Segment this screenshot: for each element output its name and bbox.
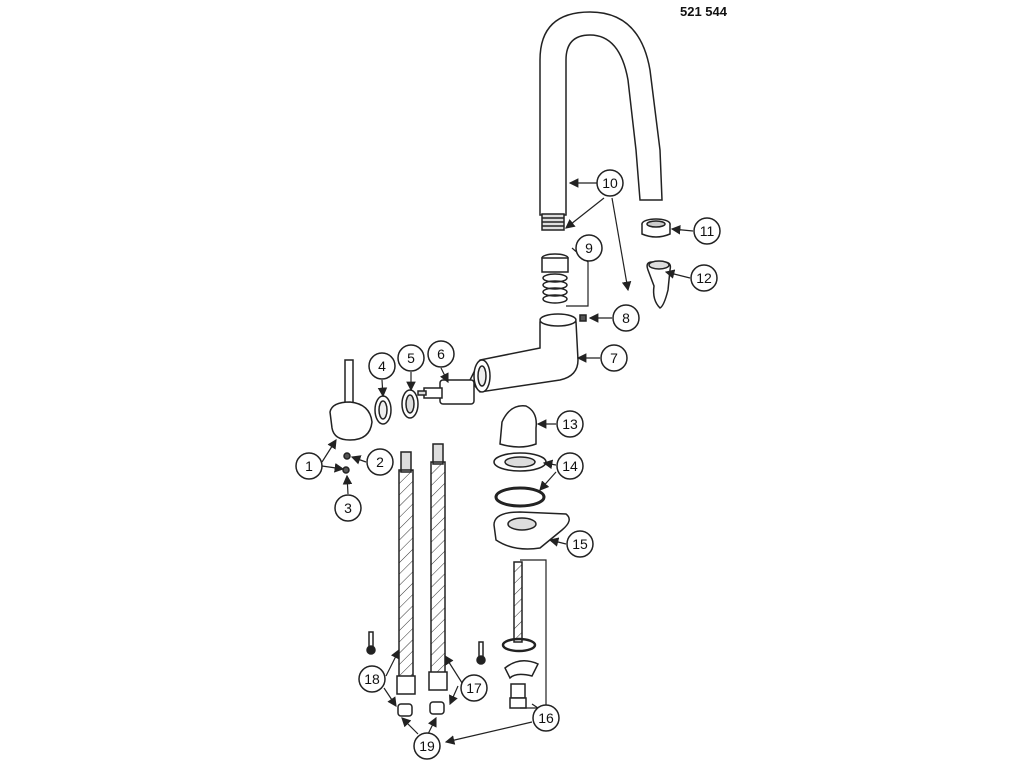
svg-text:13: 13 <box>562 416 578 432</box>
collar <box>499 405 538 448</box>
part-code: 521 544 <box>680 4 727 19</box>
callout-8: 8 <box>612 304 640 332</box>
callout-7: 7 <box>600 344 628 372</box>
cold-indicator-icon <box>366 631 376 655</box>
svg-text:9: 9 <box>585 240 593 256</box>
aerator-key <box>646 260 672 309</box>
mixer-body <box>469 313 579 393</box>
callout-6: 6 <box>427 340 455 368</box>
callout-13: 13 <box>556 410 584 438</box>
svg-text:5: 5 <box>407 350 415 366</box>
aerator <box>641 218 671 238</box>
svg-text:10: 10 <box>602 175 618 191</box>
callout-12: 12 <box>690 264 718 292</box>
callout-18: 18 <box>358 665 386 693</box>
cartridge-nut <box>401 389 419 419</box>
svg-text:15: 15 <box>572 536 588 552</box>
svg-text:11: 11 <box>700 223 715 239</box>
svg-text:12: 12 <box>696 270 712 286</box>
cartridge <box>417 379 475 405</box>
svg-text:18: 18 <box>364 671 380 687</box>
svg-text:16: 16 <box>538 710 554 726</box>
callout-11: 11 <box>693 217 721 245</box>
hose-right <box>428 443 448 715</box>
hot-indicator-icon <box>476 641 486 665</box>
callout-2: 2 <box>366 448 394 476</box>
callout-15: 15 <box>566 530 594 558</box>
svg-text:17: 17 <box>466 680 482 696</box>
sleeve <box>374 395 392 425</box>
svg-text:6: 6 <box>437 346 445 362</box>
callout-3: 3 <box>334 494 362 522</box>
base-plate <box>493 511 570 550</box>
callout-19: 19 <box>413 732 441 760</box>
hose-left <box>396 451 416 717</box>
callout-16: 16 <box>532 704 560 732</box>
callout-1: 1 <box>295 452 323 480</box>
svg-text:14: 14 <box>562 458 578 474</box>
svg-text:3: 3 <box>344 500 352 516</box>
spout <box>539 11 663 231</box>
lever-handle <box>329 359 373 441</box>
threaded-rod <box>501 561 540 709</box>
svg-text:7: 7 <box>610 350 618 366</box>
handle-screw <box>343 452 351 460</box>
callout-9: 9 <box>575 234 603 262</box>
svg-text:1: 1 <box>305 458 313 474</box>
grub-screw <box>579 314 587 322</box>
svg-text:2: 2 <box>376 454 384 470</box>
svg-text:4: 4 <box>378 358 386 374</box>
svg-text:8: 8 <box>622 310 630 326</box>
svg-text:19: 19 <box>419 738 435 754</box>
callout-5: 5 <box>397 344 425 372</box>
callout-14: 14 <box>556 452 584 480</box>
base-ring <box>493 452 547 508</box>
handle-cap <box>342 466 350 474</box>
callout-10: 10 <box>596 169 624 197</box>
callout-4: 4 <box>368 352 396 380</box>
spring-insert <box>541 253 569 304</box>
callout-17: 17 <box>460 674 488 702</box>
